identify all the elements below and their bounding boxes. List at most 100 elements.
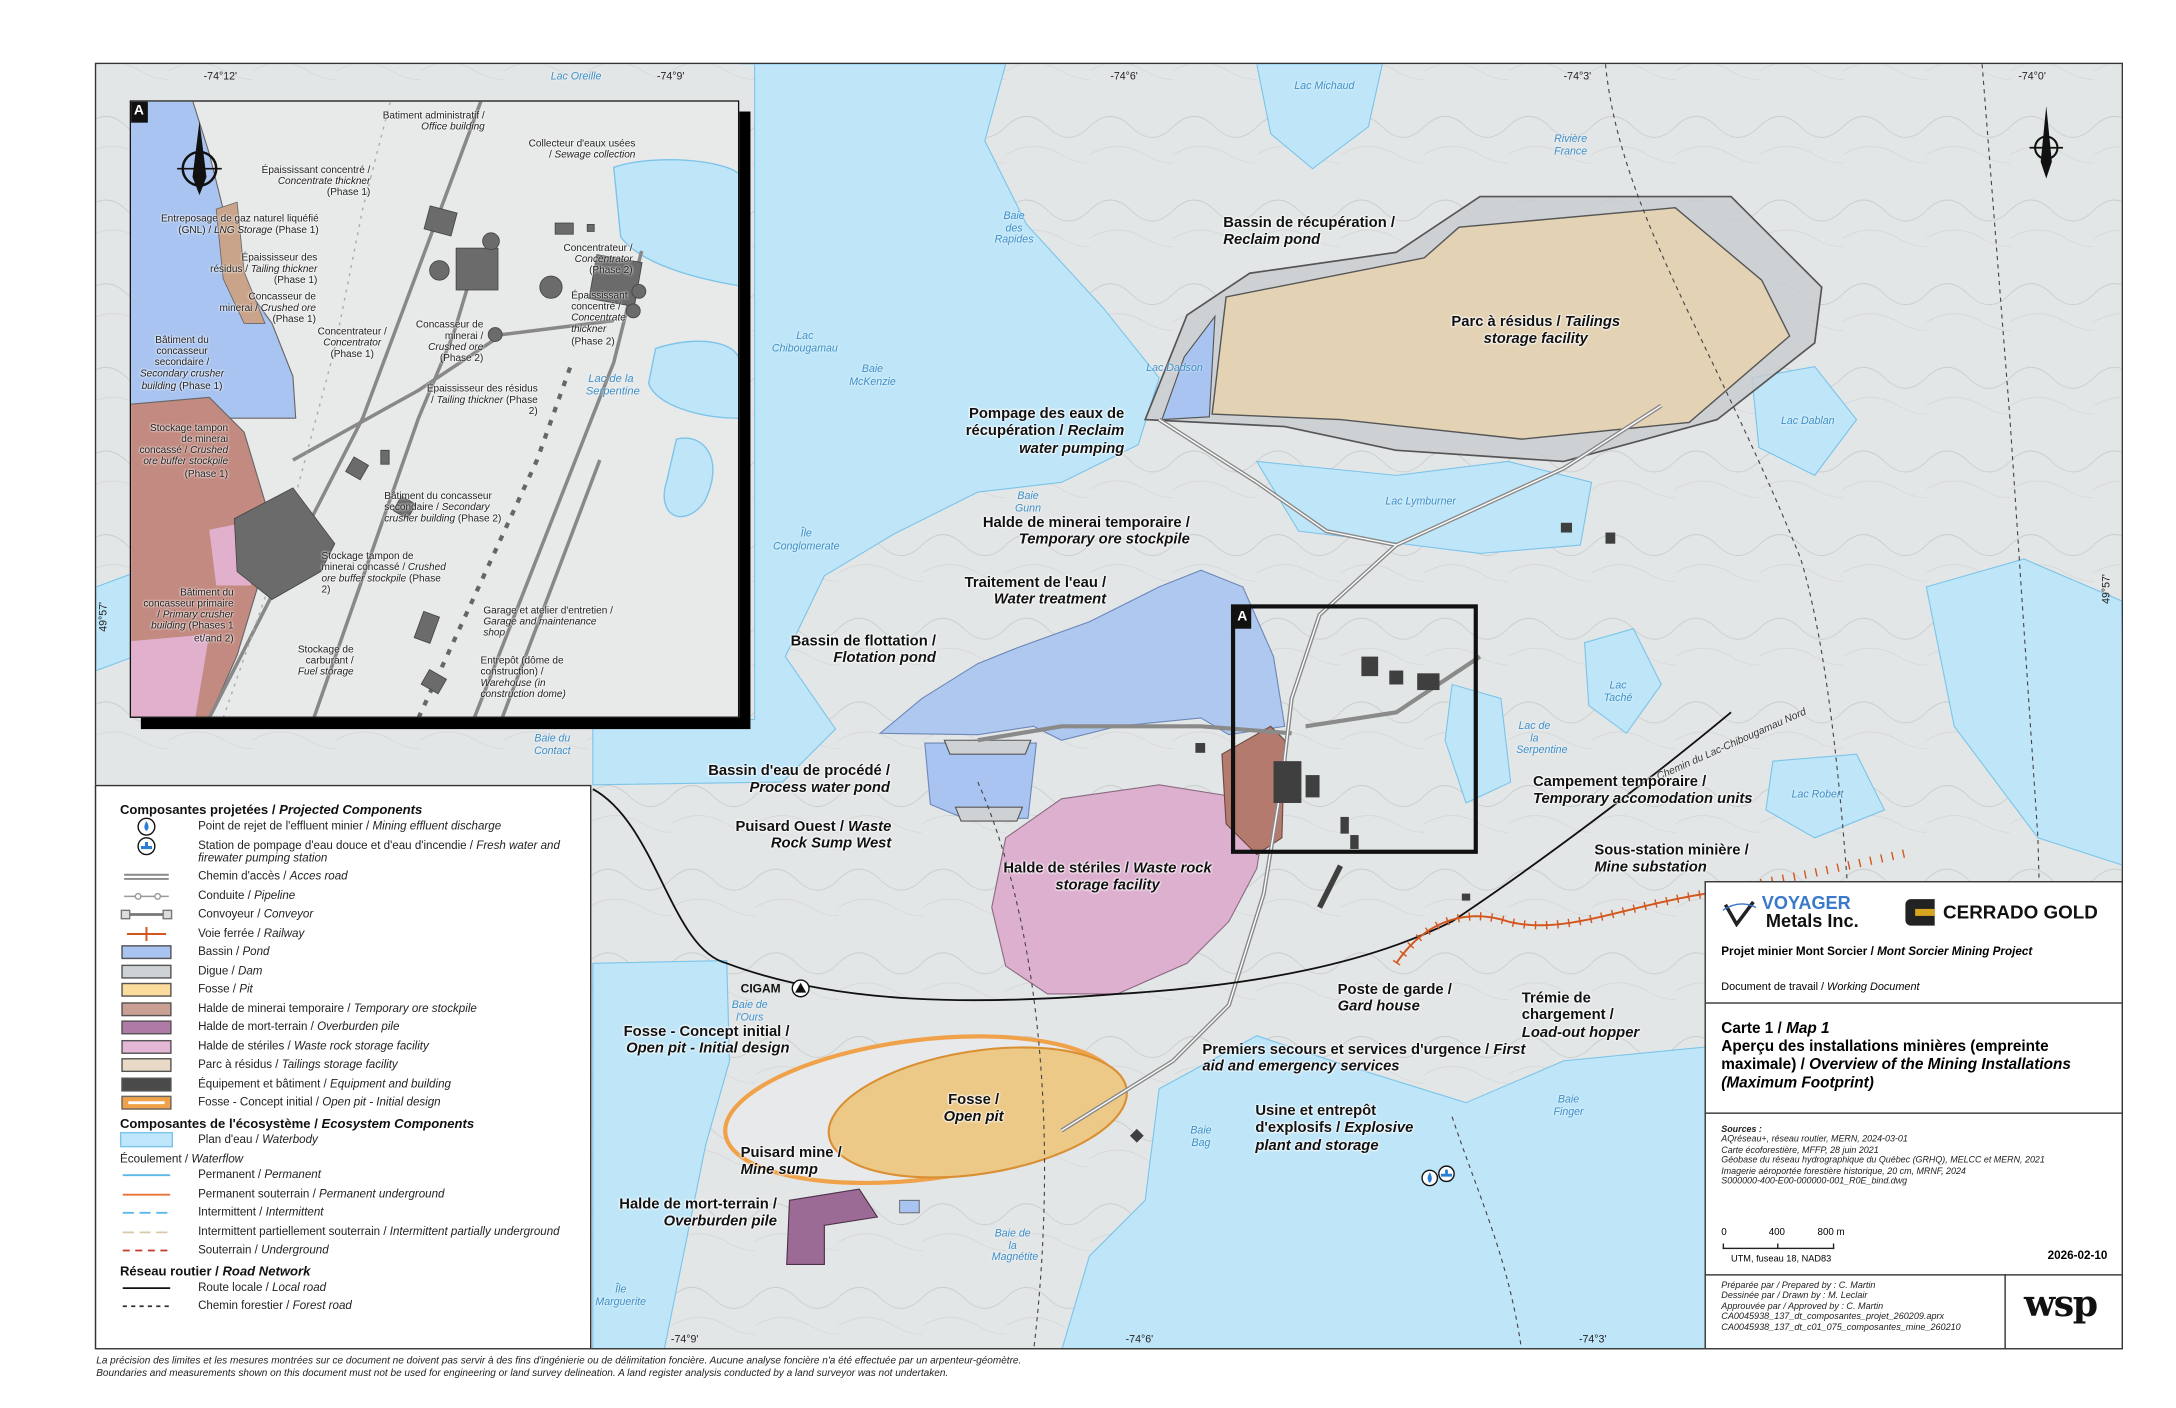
place-name-lac-oreille: Lac Oreille bbox=[550, 69, 602, 83]
buildings[interactable] bbox=[1129, 522, 1616, 1143]
item-en: Tailings storage facility bbox=[281, 1056, 398, 1071]
label-en: Crushed ore buffer stockpile bbox=[143, 443, 229, 468]
label-en: Tailing thickner bbox=[436, 392, 504, 406]
coord-top-0: -74°12' bbox=[203, 69, 238, 83]
label-en: Waste Rock Sump West bbox=[770, 818, 892, 853]
disclaimer-en: Boundaries and measurements shown on thi… bbox=[96, 1366, 949, 1379]
label-en: Open pit bbox=[943, 1108, 1004, 1126]
place-name-riviere-france: Rivière France bbox=[1554, 132, 1588, 157]
place-name-ile-conglomerate: Île Conglomerate bbox=[772, 526, 840, 552]
label-en: Crushed ore bbox=[260, 300, 316, 314]
project-name: Projet minier Mont Sorcier / Mont Sorcie… bbox=[1721, 944, 2032, 958]
feature-labels: -74°12' -74°9' -74°6' -74°3' -74°0' -74°… bbox=[96, 64, 2121, 1348]
label-fr: Premiers secours et services d'urgence / bbox=[1202, 1041, 1490, 1059]
label-fr: Parc à résidus / bbox=[1451, 313, 1561, 331]
cerrado-logo-text: CERRADO GOLD bbox=[1943, 901, 2098, 923]
label-tailings: Parc à résidus / Tailings storage facili… bbox=[1431, 314, 1640, 349]
item-en: Forest road bbox=[292, 1298, 352, 1313]
tailings-storage-facility[interactable] bbox=[1211, 206, 1791, 440]
fill-symbol bbox=[120, 964, 173, 979]
inset-label-buffer-2: Stockage tampon de minerai concassé / Cr… bbox=[321, 549, 448, 596]
cigam-label: CIGAM bbox=[740, 981, 781, 996]
label-phase: (Phase 1) bbox=[275, 222, 319, 236]
reclaim-pond[interactable] bbox=[1161, 314, 1216, 421]
label-phase: (Phase 2) bbox=[571, 334, 615, 347]
inset-north-arrow-icon bbox=[176, 120, 222, 195]
mine-sump[interactable] bbox=[899, 1199, 920, 1214]
inset-label-warehouse: Entrepôt (dôme de construction) / Wareho… bbox=[481, 654, 593, 701]
item-en: Intermittent bbox=[265, 1204, 324, 1219]
label-en: Crushed ore buffer stockpile bbox=[321, 560, 446, 585]
coord-top-4: -74°0' bbox=[2018, 69, 2046, 83]
label-fr: Stockage tampon de minerai concassé / bbox=[139, 420, 229, 456]
inset-label-primary-crusher: Bâtiment du concasseur primaire / Primar… bbox=[139, 585, 233, 644]
inset-label-office: Batiment administratif / Office building bbox=[376, 109, 485, 132]
fill-symbol bbox=[120, 945, 173, 960]
disclaimer-fr: La précision des limites et les mesures … bbox=[96, 1353, 1022, 1367]
item-fr: Fosse - Concept initial / bbox=[198, 1094, 320, 1109]
heading-en: Waterflow bbox=[191, 1151, 244, 1166]
legend-projected-heading: Composantes projetées / Projected Compon… bbox=[120, 802, 590, 817]
coord-top-2: -74°6' bbox=[1110, 69, 1138, 83]
item-fr: Permanent souterrain / bbox=[198, 1185, 316, 1200]
legend-item: Permanent souterrain / Permanent undergr… bbox=[120, 1185, 590, 1201]
coord-bottom-1: -74°6' bbox=[1125, 1332, 1154, 1346]
map-title: Carte 1 / Map 1 Aperçu des installations… bbox=[1721, 1020, 2098, 1092]
place-name-lac-dadson: Lac Dadson bbox=[1146, 361, 1203, 374]
place-name-lac-dablan: Lac Dablan bbox=[1780, 414, 1835, 427]
label-en: Flotation pond bbox=[833, 650, 936, 667]
divider-vertical bbox=[2004, 1274, 2006, 1350]
inset-map-a[interactable]: A Lac de la Serpentine Batiment administ… bbox=[129, 100, 740, 718]
heading-en: Ecosystem Components bbox=[321, 1114, 475, 1131]
inset-waste-rock bbox=[131, 522, 251, 717]
label-fr: Fosse - Concept initial / bbox=[623, 1023, 790, 1040]
place-name-baie-ours: Baie de l'Ours bbox=[731, 998, 768, 1023]
heading-fr: Réseau routier / bbox=[119, 1262, 219, 1278]
pump-icon-symbol bbox=[120, 836, 173, 855]
divider bbox=[1705, 1002, 2122, 1004]
label-en: Temporary accomodation units bbox=[1532, 790, 1753, 808]
waste-rock-storage-facility[interactable] bbox=[991, 784, 1265, 995]
item-fr: Intermittent partiellement souterrain / bbox=[198, 1223, 387, 1238]
label-phase: (Phase 2) bbox=[589, 263, 633, 277]
temporary-ore-stockpile[interactable] bbox=[1221, 725, 1286, 856]
source-line: Imagerie aéroportée forestière historiqu… bbox=[1721, 1166, 1966, 1177]
item-en: Pit bbox=[239, 981, 253, 996]
label-waste-rock: Halde de stériles / Waste rock storage f… bbox=[996, 860, 1219, 895]
item-fr: Chemin d'accès / bbox=[198, 868, 287, 883]
inset-label-garage: Garage et atelier d'entretien / Garage a… bbox=[483, 603, 616, 639]
credit-line: CA0045938_137_dt_c01_075_composantes_min… bbox=[1721, 1322, 1961, 1333]
label-en: Office building bbox=[421, 119, 485, 133]
label-fr: Batiment administratif / bbox=[382, 108, 485, 121]
label-loadout: Trémie de chargement / Load-out hopper bbox=[1522, 990, 1655, 1042]
item-en: Pond bbox=[242, 944, 270, 958]
voyager-subtext: Metals Inc. bbox=[1765, 910, 1859, 932]
item-fr: Halde de stériles / bbox=[198, 1038, 291, 1053]
coord-left: 49°57' bbox=[96, 601, 110, 632]
overburden-pile[interactable] bbox=[786, 1188, 879, 1265]
item-en: Dam bbox=[237, 962, 263, 977]
sources-heading: Sources : bbox=[1721, 1125, 1762, 1135]
sources: Sources : AQréseau+, réseau routier, MER… bbox=[1721, 1125, 2045, 1187]
legend-item: Halde de mort-terrain / Overburden pile bbox=[120, 1020, 590, 1035]
label-en: Overburden pile bbox=[663, 1213, 777, 1231]
item-fr: Équipement et bâtiment / bbox=[198, 1075, 327, 1090]
label-phase: (Phase 1) bbox=[330, 347, 374, 360]
legend-item: Souterrain / Underground bbox=[120, 1243, 590, 1258]
item-en: Equipment and building bbox=[329, 1075, 451, 1090]
place-name-lac-tache: Lac Taché bbox=[1603, 678, 1633, 704]
flotation-pond[interactable] bbox=[878, 569, 1286, 741]
label-en: Tailing thickner bbox=[250, 261, 318, 275]
label-sump-west: Puisard Ouest / Waste Rock Sump West bbox=[696, 818, 892, 853]
item-en: Waterbody bbox=[262, 1131, 318, 1146]
line-symbol bbox=[120, 1187, 173, 1201]
heading-en: Road Network bbox=[222, 1262, 311, 1278]
place-name-lac-robert: Lac Robert bbox=[1791, 787, 1844, 801]
place-name-baie-finger: Baie Finger bbox=[1553, 1092, 1584, 1118]
label-phase: (Phase 1) bbox=[326, 185, 371, 199]
label-temp-camp: Campement temporaire / Temporary accomod… bbox=[1533, 774, 1784, 809]
item-fr: Permanent / bbox=[198, 1167, 262, 1182]
credit-line: Préparée par / Prepared by : C. Martin bbox=[1721, 1281, 1876, 1291]
item-en: Acces road bbox=[289, 868, 348, 883]
